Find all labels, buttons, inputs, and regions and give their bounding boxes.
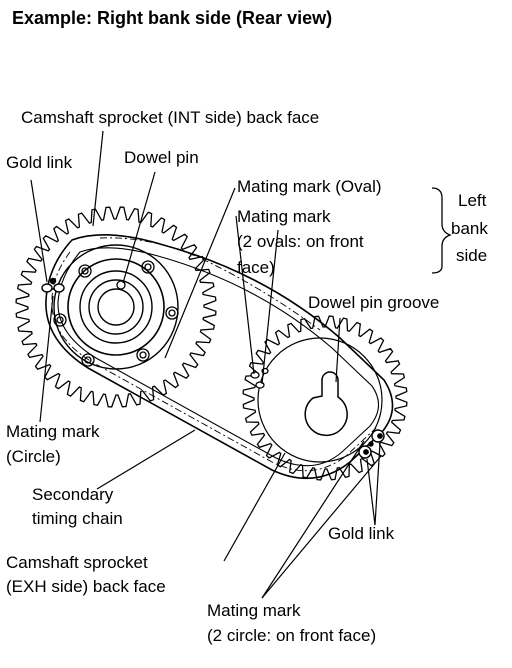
- exhaust-camshaft-sprocket: [242, 315, 408, 481]
- label-mating-2oval-line3: face): [237, 258, 275, 277]
- label-camshaft-exh-line1: Camshaft sprocket: [6, 553, 148, 572]
- label-left-bank-line2: bank: [451, 219, 488, 238]
- chain-dash-line-upper: [99, 237, 321, 331]
- gold-link-right: [358, 429, 385, 459]
- label-gold-link-right: Gold link: [328, 524, 395, 543]
- label-camshaft-exh-line2: (EXH side) back face: [6, 577, 166, 596]
- dowel-pin: [116, 280, 126, 290]
- intake-hub-ring: [53, 244, 179, 370]
- label-mating-2circ-line2: (2 circle: on front face): [207, 626, 377, 645]
- label-mating-2circ-line1: Mating mark: [207, 601, 301, 620]
- label-mating-2oval-line1: Mating mark: [237, 207, 331, 226]
- label-left-bank-line3: side: [456, 246, 488, 265]
- label-chain-line2: timing chain: [32, 509, 123, 528]
- label-mating-circle-line1: Mating mark: [6, 422, 100, 441]
- label-mating-circle-line2: (Circle): [6, 447, 61, 466]
- intake-hub-bore: [97, 288, 135, 326]
- label-dowel-pin-groove: Dowel pin groove: [308, 293, 440, 312]
- label-left-bank-line1: Left: [458, 191, 487, 210]
- intake-hub-outer: [67, 258, 165, 356]
- label-gold-link-top: Gold link: [6, 153, 73, 172]
- left-bank-brace: [431, 187, 452, 274]
- label-mating-2oval-line2: (2 ovals: on front: [237, 232, 364, 251]
- intake-camshaft-sprocket: [15, 206, 217, 408]
- diagram-title: Example: Right bank side (Rear view): [12, 8, 333, 28]
- dowel-pin-groove: [304, 371, 348, 437]
- leader-lines: [30, 130, 382, 599]
- gold-link-top: [41, 277, 65, 293]
- label-chain-line1: Secondary: [32, 485, 114, 504]
- exhaust-sprocket-ring: [257, 337, 383, 463]
- label-dowel-pin: Dowel pin: [124, 148, 199, 167]
- label-mating-oval: Mating mark (Oval): [237, 177, 382, 196]
- intake-hub-inner: [88, 279, 144, 335]
- intake-bolt-holes: [53, 260, 179, 367]
- label-camshaft-int: Camshaft sprocket (INT side) back face: [21, 108, 320, 127]
- intake-hub-mid: [79, 270, 153, 344]
- chain-inner-edge: [57, 247, 380, 467]
